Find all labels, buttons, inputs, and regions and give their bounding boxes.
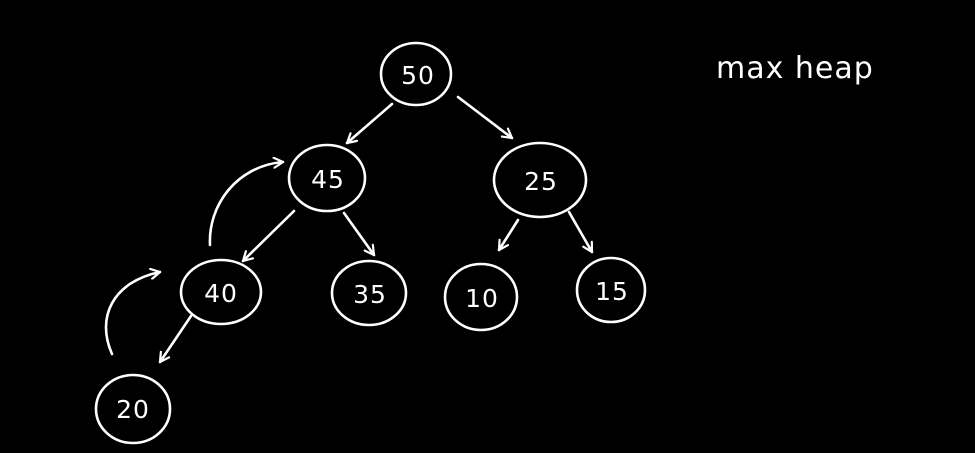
node-50: 50 bbox=[379, 41, 453, 107]
edge-45-35 bbox=[342, 211, 376, 257]
node-label: 10 bbox=[465, 284, 499, 313]
node-circle bbox=[179, 258, 263, 326]
edge-25-10 bbox=[497, 218, 520, 252]
node-15: 15 bbox=[575, 256, 647, 324]
edge-45-40 bbox=[241, 209, 296, 263]
node-45: 45 bbox=[287, 143, 367, 213]
swap-arrows bbox=[104, 162, 285, 356]
edge-40-20 bbox=[158, 314, 193, 364]
node-label: 50 bbox=[401, 61, 435, 90]
node-circle bbox=[492, 141, 588, 219]
node-label: 15 bbox=[595, 277, 629, 306]
node-label: 45 bbox=[311, 165, 345, 194]
node-label: 20 bbox=[116, 395, 150, 424]
node-circle bbox=[379, 41, 453, 107]
node-circle bbox=[443, 262, 519, 332]
node-circle bbox=[330, 259, 408, 327]
node-20: 20 bbox=[94, 373, 172, 445]
diagram-title: max heap bbox=[716, 51, 874, 86]
node-circle bbox=[287, 143, 367, 213]
edge-50-25 bbox=[456, 95, 514, 140]
node-25: 25 bbox=[492, 141, 588, 219]
node-10: 10 bbox=[443, 262, 519, 332]
swap-arrow-40-45 bbox=[208, 162, 285, 247]
edge-25-15 bbox=[567, 210, 594, 254]
edge-50-45 bbox=[345, 102, 394, 145]
node-label: 40 bbox=[204, 279, 238, 308]
node-circle bbox=[575, 256, 647, 324]
node-label: 35 bbox=[353, 280, 387, 309]
node-35: 35 bbox=[330, 259, 408, 327]
node-label: 25 bbox=[524, 167, 558, 196]
tree-edges bbox=[158, 95, 594, 364]
node-40: 40 bbox=[179, 258, 263, 326]
node-circle bbox=[94, 373, 172, 445]
swap-arrow-20-40 bbox=[104, 272, 162, 356]
